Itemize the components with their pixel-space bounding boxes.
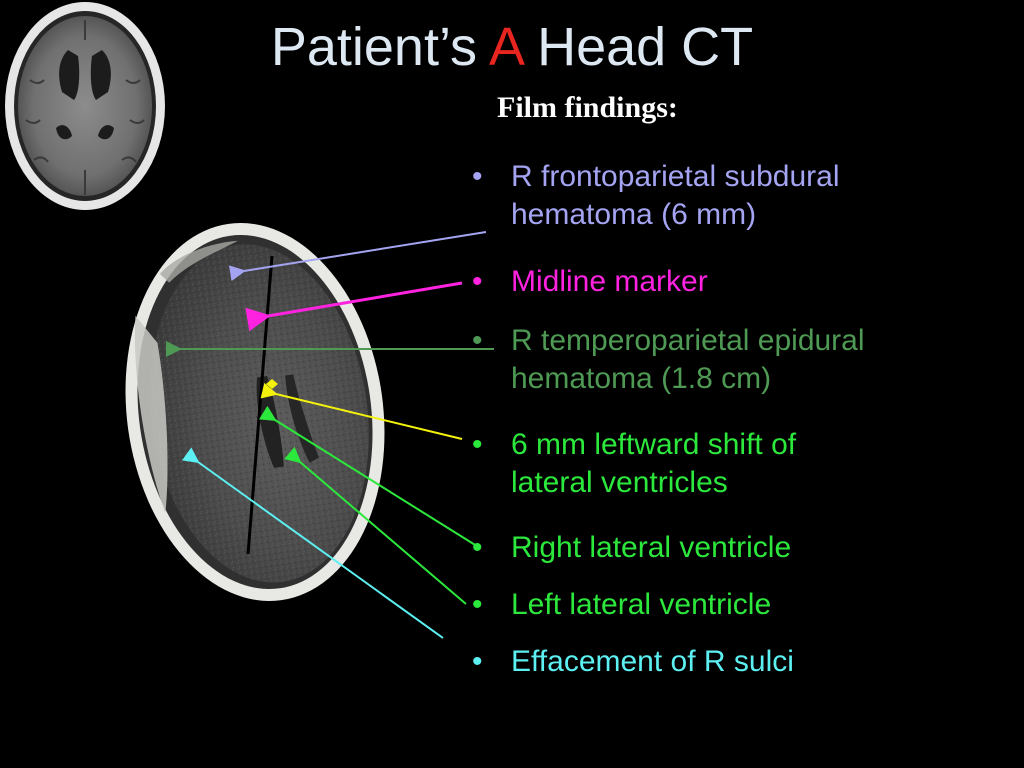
- finding-left-ventricle: • Left lateral ventricle: [468, 586, 1018, 624]
- finding-line: Left lateral ventricle: [511, 588, 772, 621]
- bullet: •: [472, 265, 483, 298]
- finding-right-ventricle: • Right lateral ventricle: [468, 529, 1018, 567]
- title-prefix: Patient’s: [270, 17, 490, 77]
- finding-line: Right lateral ventricle: [511, 531, 792, 564]
- finding-subdural: • R frontoparietal subdural hematoma (6 m…: [468, 158, 1018, 234]
- subdural-hematoma: [159, 240, 238, 283]
- bullet: •: [472, 160, 483, 193]
- finding-line: Midline marker: [511, 265, 708, 298]
- finding-line: lateral ventricles: [511, 466, 728, 499]
- thumb-brain: [18, 16, 152, 196]
- bullet: •: [472, 588, 483, 621]
- finding-line: Effacement of R sulci: [511, 645, 794, 678]
- slide-title: Patient’s A Head CT: [0, 12, 1024, 82]
- finding-line: R frontoparietal subdural: [511, 160, 840, 193]
- title-letter: A: [489, 17, 523, 77]
- finding-sulci: • Effacement of R sulci: [468, 643, 1018, 681]
- finding-midline: • Midline marker: [468, 263, 1018, 301]
- thumb-ventricles: [56, 50, 114, 140]
- bullet: •: [472, 645, 483, 678]
- finding-line: R temperoparietal epidural: [511, 324, 865, 357]
- bullet: •: [472, 324, 483, 357]
- bullet: •: [472, 428, 483, 461]
- title-suffix: Head CT: [522, 17, 754, 77]
- epidural-hematoma: [134, 315, 168, 514]
- thumb-sulci: [25, 20, 145, 195]
- bullet: •: [472, 531, 483, 564]
- finding-line: hematoma (1.8 cm): [511, 362, 772, 395]
- finding-line: hematoma (6 mm): [511, 198, 757, 231]
- finding-line: 6 mm leftward shift of: [511, 428, 797, 461]
- finding-shift: • 6 mm leftward shift of lateral ventricl…: [468, 426, 1018, 502]
- finding-epidural: • R temperoparietal epidural hematoma (1.…: [468, 322, 1018, 398]
- film-findings-heading: Film findings:: [497, 91, 678, 124]
